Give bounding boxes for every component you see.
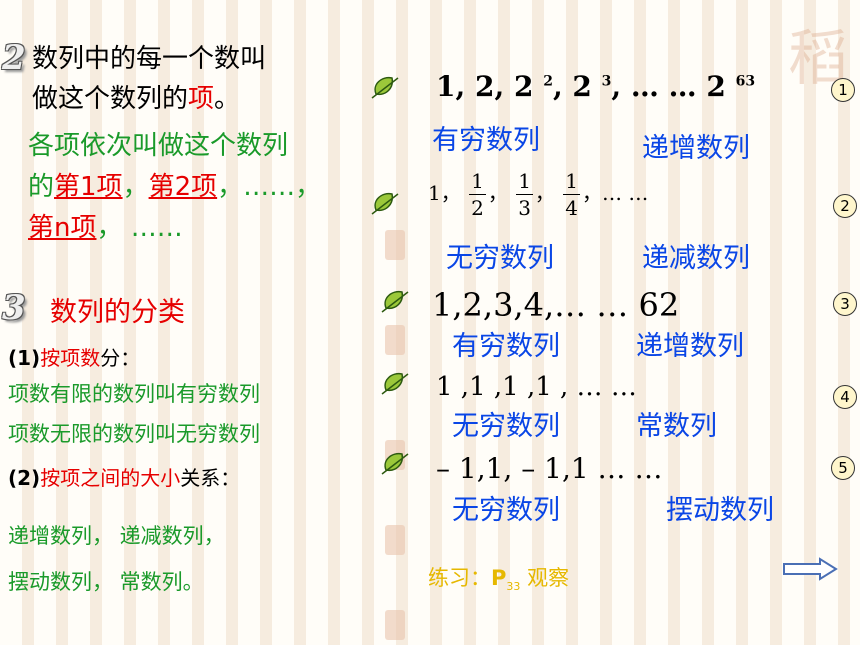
index-badge: 1 — [831, 78, 855, 102]
seq4-label-a: 无穷数列 — [452, 411, 560, 442]
sequence-1: 1, 2, 2 2, 2 3, … … 2 63 — [436, 70, 756, 103]
criterion-2: (2)按项之间的大小关系： — [8, 466, 241, 490]
seq2-label-a: 无穷数列 — [446, 243, 554, 274]
sequence-3: 1,2,3,4,… … 62 — [432, 286, 680, 324]
infinite-definition: 项数无限的数列叫无穷数列 — [8, 422, 260, 446]
seal-mark — [385, 230, 405, 260]
seq2-label-b: 递减数列 — [642, 243, 750, 274]
seq4-label-b: 常数列 — [636, 411, 717, 442]
section-number-icon: 3 — [2, 288, 26, 328]
section2-line1: 数列中的每一个数叫 — [32, 44, 267, 74]
leaf-bullet-icon — [381, 372, 409, 395]
section2-line2: 做这个数列的项。 — [32, 84, 241, 114]
section2-line3: 各项依次叫做这个数列 — [28, 131, 289, 161]
index-badge: 5 — [831, 456, 855, 480]
seal-mark — [385, 325, 405, 355]
leaf-bullet-icon — [371, 192, 399, 215]
seq5-label-b: 摆动数列 — [666, 495, 774, 526]
leaf-bullet-icon — [381, 290, 409, 313]
seq1-label-b: 递增数列 — [642, 133, 750, 164]
criterion-1: (1)按项数分： — [8, 346, 141, 370]
leaf-bullet-icon — [371, 76, 399, 99]
seq3-label-a: 有穷数列 — [452, 331, 560, 362]
types-line2: 摆动数列， 常数列。 — [8, 570, 204, 594]
seq5-label-a: 无穷数列 — [452, 495, 560, 526]
section3-title: 数列的分类 — [50, 297, 185, 328]
seq3-label-b: 递增数列 — [636, 331, 744, 362]
finite-definition: 项数有限的数列叫有穷数列 — [8, 382, 260, 406]
next-arrow-icon[interactable] — [782, 557, 838, 581]
sequence-4: 1 ,1 ,1 ,1 , … … — [436, 372, 637, 402]
section2-line4: 的第1项，第2项，……， — [28, 172, 322, 202]
index-badge: 4 — [833, 385, 857, 409]
section2-line5: 第n项， …… — [28, 213, 183, 243]
seq1-label-a: 有穷数列 — [432, 125, 540, 156]
leaf-bullet-icon — [381, 452, 409, 475]
exercise-note: 练习：P33 观察 — [428, 566, 570, 594]
sequence-5: – 1,1, – 1,1 … … — [436, 452, 663, 485]
types-line1: 递增数列， 递减数列， — [8, 524, 225, 548]
section-number-icon: 2 — [2, 38, 26, 78]
seal-mark — [385, 610, 405, 640]
seal-mark — [385, 525, 405, 555]
index-badge: 3 — [833, 292, 857, 316]
index-badge: 2 — [833, 194, 857, 218]
